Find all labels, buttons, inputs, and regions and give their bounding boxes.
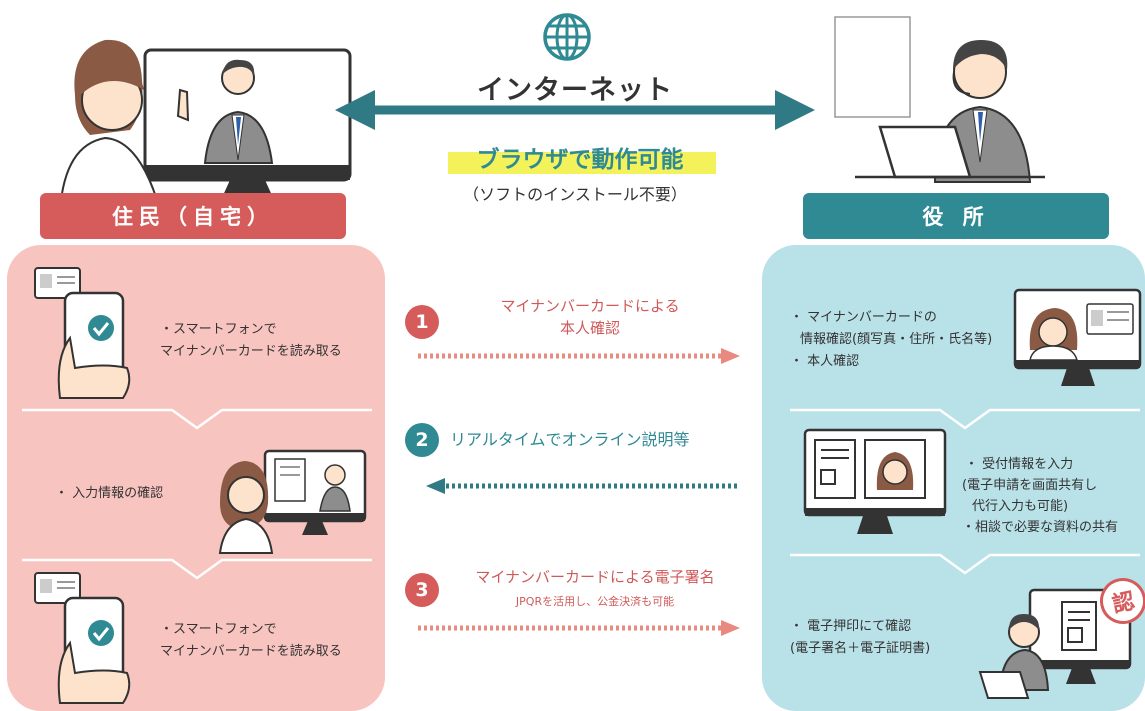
step-2-title: リアルタイムでオンライン説明等 — [450, 430, 690, 449]
step-2-arrow-left — [426, 478, 738, 494]
smartphone-card-icon — [34, 267, 131, 399]
office-item-1-line3: ・ 本人確認 — [790, 354, 860, 369]
residents-divider-1 — [22, 408, 372, 430]
internet-title: インターネット — [477, 75, 673, 106]
step-1-arrow-right — [418, 348, 740, 364]
bidirectional-network-arrow — [335, 90, 815, 130]
residents-item-1-line1: ・スマートフォンで — [160, 322, 277, 337]
resident-review-illustration — [218, 449, 367, 554]
office-item-3-line2: (電子署名＋電子証明書) — [790, 641, 931, 656]
office-item-2-line2: (電子申請を画面共有し — [962, 478, 1098, 493]
step-3-number: 3 — [405, 573, 439, 607]
smartphone-card-icon-2 — [34, 572, 131, 704]
office-item-1-line2: 情報確認(顔写真・住所・氏名等) — [800, 332, 993, 347]
browser-label: ブラウザで動作可能 — [476, 147, 684, 173]
browser-highlight-bar — [448, 152, 716, 174]
office-divider-1 — [790, 408, 1140, 430]
office-item-2-line1: ・ 受付情報を入力 — [965, 457, 1074, 472]
office-divider-2 — [790, 553, 1140, 575]
residents-item-3-line1: ・スマートフォンで — [160, 622, 277, 637]
office-item-2-line3: 代行入力も可能) — [972, 499, 1069, 514]
office-header: 役 所 — [803, 193, 1109, 239]
office-screen-share-monitor — [803, 428, 947, 534]
step-3-subtitle: JPQRを活用し、公金決済も可能 — [515, 595, 675, 608]
step-3-arrow-right — [418, 620, 740, 636]
step-1-title-line1: マイナンバーカードによる — [500, 297, 680, 315]
residents-item-3-line2: マイナンバーカードを読み取る — [160, 644, 342, 659]
residents-header: 住民（自宅） — [40, 193, 346, 239]
office-staff-illustration — [834, 16, 1045, 183]
residents-item-2-text: ・ 入力情報の確認 — [55, 486, 164, 501]
residents-item-1-line2: マイナンバーカードを読み取る — [160, 344, 342, 359]
resident-video-call-illustration — [58, 39, 352, 211]
residents-divider-2 — [22, 558, 372, 580]
office-e-seal-illustration — [978, 588, 1132, 699]
browser-note: （ソフトのインストール不要） — [463, 185, 687, 204]
office-id-check-monitor — [1013, 288, 1142, 386]
step-3-title: マイナンバーカードによる電子署名 — [475, 568, 715, 586]
step-2-number: 2 — [405, 423, 439, 457]
office-item-2-line4: ・相談で必要な資料の共有 — [962, 520, 1119, 535]
step-1-title-line2: 本人確認 — [559, 319, 620, 337]
office-item-1-line1: ・ マイナンバーカードの — [790, 310, 937, 325]
globe-icon — [543, 13, 591, 61]
office-item-3-line1: ・ 電子押印にて確認 — [790, 619, 912, 634]
step-1-number: 1 — [405, 305, 439, 339]
seal-stamp-text: 認 — [1110, 588, 1137, 618]
